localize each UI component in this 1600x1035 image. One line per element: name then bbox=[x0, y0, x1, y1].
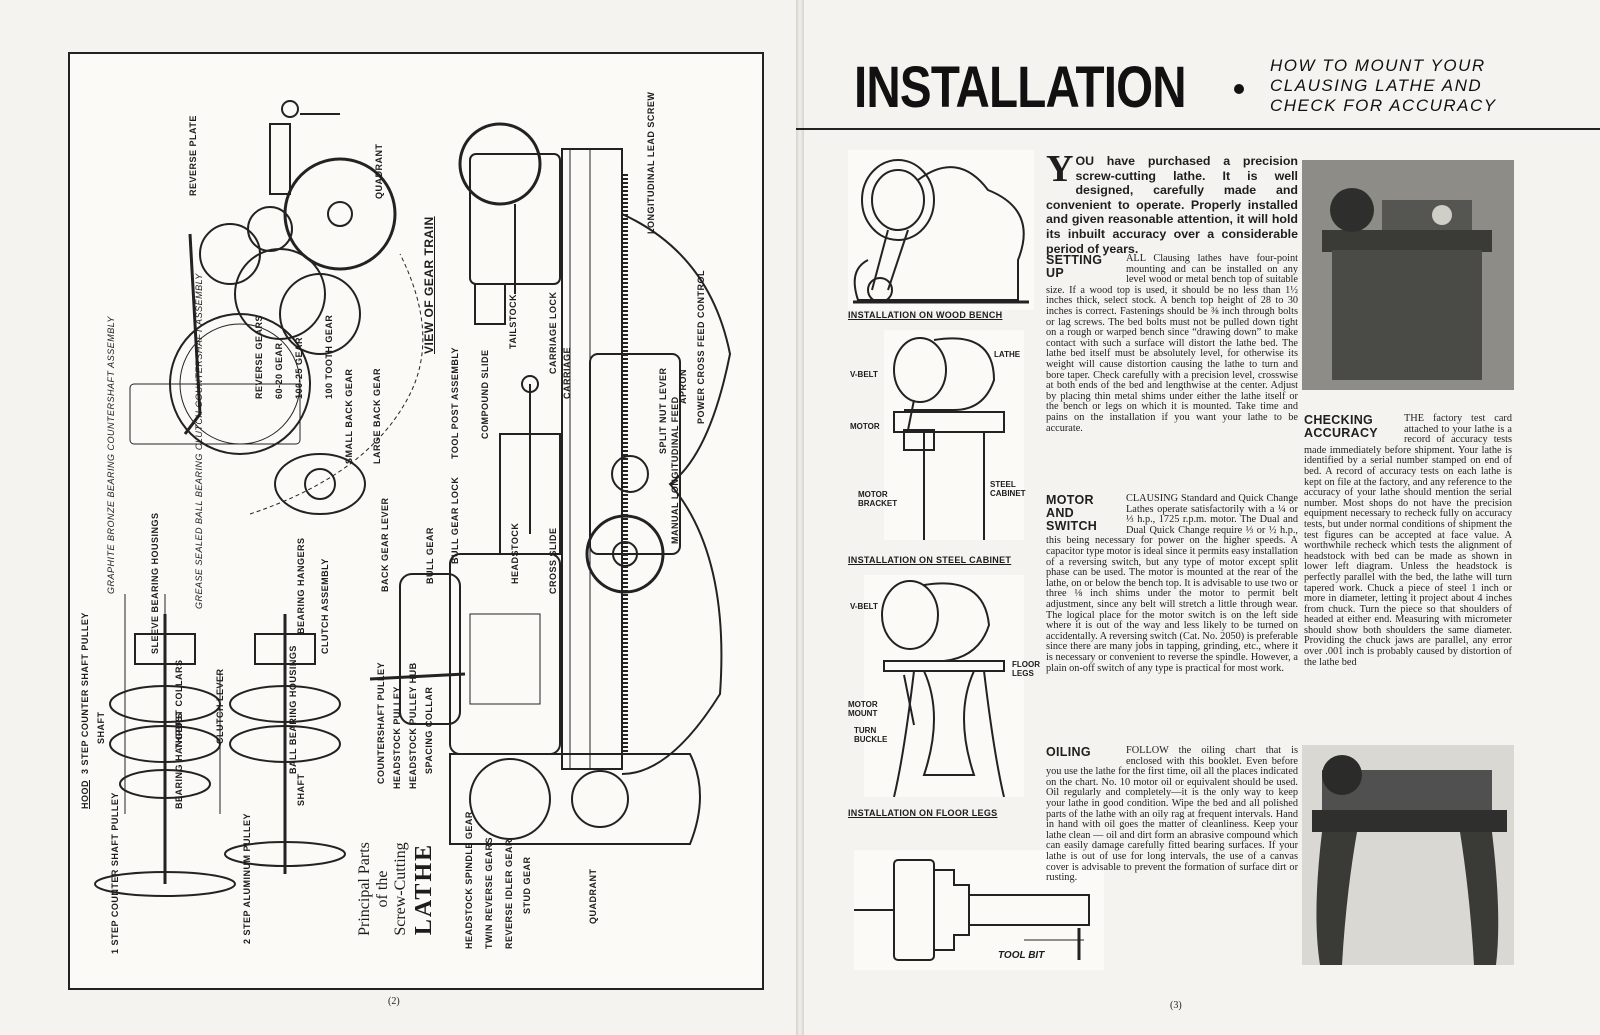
motor-switch-text: CLAUSING Standard and Quick Change Lathe… bbox=[1046, 493, 1298, 674]
caption-line-3: Screw-Cutting bbox=[392, 842, 409, 936]
fig3-floor-legs-label: FLOOR LEGS bbox=[1012, 660, 1040, 678]
figure-wood-bench bbox=[848, 150, 1034, 310]
label-headstock-pulley-hub: HEADSTOCK PULLEY HUB bbox=[408, 662, 418, 789]
label-reverse-plate: REVERSE PLATE bbox=[188, 115, 198, 196]
label-tool-post-assembly: TOOL POST ASSEMBLY bbox=[450, 346, 460, 459]
diagram-caption: Principal Parts of the Screw-Cutting LAT… bbox=[356, 809, 438, 969]
fig2-motor-bracket-label: MOTOR BRACKET bbox=[858, 490, 898, 508]
caption-line-4: LATHE bbox=[411, 842, 437, 936]
caption-line-1: Principal Parts bbox=[356, 842, 373, 936]
checking-accuracy-heading: CHECKING ACCURACY bbox=[1304, 413, 1378, 440]
label-clutch-lever: CLUTCH LEVER bbox=[215, 668, 225, 745]
label-shaft: SHAFT bbox=[96, 711, 106, 745]
label-bearing-hangers: BEARING HANGERS bbox=[174, 712, 184, 809]
figure-accuracy-check bbox=[854, 850, 1104, 970]
label-small-back-gear: SMALL BACK GEAR bbox=[344, 368, 354, 464]
fig2-lathe-label: LATHE bbox=[994, 350, 1021, 359]
motor-switch-heading: MOTOR AND SWITCH bbox=[1046, 493, 1098, 533]
label-2-step-aluminum-pulley: 2 STEP ALUMINUM PULLEY bbox=[242, 812, 252, 944]
label-shaft-2: SHAFT bbox=[296, 773, 306, 807]
label-view-of-gear-train: VIEW OF GEAR TRAIN bbox=[422, 216, 436, 354]
title-rule bbox=[796, 128, 1600, 130]
label-graphite-bronze-bearing: GRAPHITE BRONZE BEARING COUNTERSHAFT ASS… bbox=[106, 316, 116, 594]
label-3-step-counter-shaft-pulley: 3 STEP COUNTER SHAFT PULLEY bbox=[80, 612, 90, 774]
book-gutter bbox=[796, 0, 804, 1035]
page-title: INSTALLATION bbox=[854, 55, 1187, 120]
label-ball-bearing-housings: BALL BEARING HOUSINGS bbox=[288, 645, 298, 774]
page-subtitle: HOW TO MOUNT YOUR CLAUSING LATHE AND CHE… bbox=[1270, 56, 1497, 116]
fig3-turn-buckle-label: TURN BUCKLE bbox=[854, 726, 888, 744]
fig2-vbelt-label: V-BELT bbox=[850, 370, 878, 379]
label-reverse-idler-gear: REVERSE IDLER GEAR bbox=[504, 838, 514, 949]
label-stud-gear: STUD GEAR bbox=[522, 856, 532, 914]
intro-text: OU have purchased a precision screw-cutt… bbox=[1046, 154, 1298, 256]
label-manual-longitudinal-feed: MANUAL LONGITUDINAL FEED bbox=[670, 396, 680, 544]
label-back-gear-lever: BACK GEAR LEVER bbox=[380, 497, 390, 592]
label-compound-slide: COMPOUND SLIDE bbox=[480, 349, 490, 439]
fig2-steel-cabinet-label: STEEL CABINET bbox=[990, 480, 1026, 498]
lathe-floor-legs-photo bbox=[1302, 745, 1514, 965]
caption-line-2: of the bbox=[374, 870, 391, 908]
label-twin-reverse-gears: TWIN REVERSE GEARS bbox=[484, 836, 494, 949]
label-100-tooth-gear: 100 TOOTH GEAR bbox=[324, 314, 334, 399]
figure-steel-cabinet bbox=[884, 330, 1024, 540]
label-longitudinal-lead-screw: LONGITUDINAL LEAD SCREW bbox=[646, 91, 656, 234]
fig3-motor-mount-label: MOTOR MOUNT bbox=[848, 700, 878, 718]
label-headstock-spindle-gear: HEADSTOCK SPINDLE GEAR bbox=[464, 811, 474, 949]
label-carriage-lock: CARRIAGE LOCK bbox=[548, 291, 558, 375]
label-bull-gear-lock: BULL GEAR LOCK bbox=[450, 476, 460, 564]
lathe-drawing bbox=[94, 100, 732, 897]
label-clutch-assembly: CLUTCH ASSEMBLY bbox=[320, 558, 330, 654]
label-60-20-gear: 60-20 GEAR bbox=[274, 342, 284, 399]
label-countershaft-pulley: COUNTERSHAFT PULLEY bbox=[376, 662, 386, 784]
label-grease-sealed-ball-bearing: GREASE SEALED BALL BEARING CLUTCH COUNTE… bbox=[194, 273, 204, 609]
fig2-motor-label: MOTOR bbox=[850, 422, 880, 431]
label-sleeve-bearing-housings: SLEEVE BEARING HOUSINGS bbox=[150, 512, 160, 654]
fig2-caption: INSTALLATION ON STEEL CABINET bbox=[848, 555, 1012, 565]
label-bull-gear: BULL GEAR bbox=[425, 527, 435, 584]
setting-up-text: ALL Clausing lathes have four-point moun… bbox=[1046, 253, 1298, 434]
label-tailstock: TAILSTOCK bbox=[508, 293, 518, 349]
page-number-right: (3) bbox=[1170, 1000, 1182, 1011]
label-quadrant: QUADRANT bbox=[374, 143, 384, 200]
fig4-tool-bit-label: TOOL BIT bbox=[998, 950, 1045, 961]
label-hood: HOOD bbox=[80, 780, 90, 809]
label-split-nut-lever: SPLIT NUT LEVER bbox=[658, 367, 668, 454]
label-headstock: HEADSTOCK bbox=[510, 522, 520, 584]
page-number-left: (2) bbox=[388, 996, 400, 1007]
subtitle-line-2: CLAUSING LATHE AND bbox=[1270, 76, 1483, 95]
checking-accuracy-text: THE factory test card attached to your l… bbox=[1304, 413, 1512, 668]
lathe-cabinet-photo bbox=[1302, 160, 1514, 390]
lathe-parts-diagram: REVERSE PLATE QUADRANT VIEW OF GEAR TRAI… bbox=[68, 52, 764, 990]
label-headstock-pulley: HEADSTOCK PULLEY bbox=[392, 686, 402, 789]
right-page: INSTALLATION HOW TO MOUNT YOUR CLAUSING … bbox=[796, 0, 1600, 1035]
intro-dropcap: Y bbox=[1046, 148, 1074, 190]
left-page: REVERSE PLATE QUADRANT VIEW OF GEAR TRAI… bbox=[0, 0, 796, 1035]
label-power-cross-feed-control: POWER CROSS FEED CONTROL bbox=[696, 269, 706, 424]
label-100-25-gear: 100-25 GEAR bbox=[294, 336, 304, 399]
label-reverse-gears: REVERSE GEARS bbox=[254, 314, 264, 399]
label-large-back-gear: LARGE BACK GEAR bbox=[372, 367, 382, 464]
subtitle-line-1: HOW TO MOUNT YOUR bbox=[1270, 56, 1486, 75]
oiling-text: FOLLOW the oiling chart that is enclosed… bbox=[1046, 745, 1298, 884]
title-bullet bbox=[1234, 84, 1244, 94]
label-cross-slide: CROSS SLIDE bbox=[548, 527, 558, 594]
label-1-step-counter-shaft-pulley: 1 STEP COUNTER SHAFT PULLEY bbox=[110, 792, 120, 954]
oiling-heading: OILING bbox=[1046, 745, 1091, 759]
setting-up-heading: SETTING UP bbox=[1046, 253, 1103, 280]
label-spacing-collar: SPACING COLLAR bbox=[424, 686, 434, 774]
label-bearing-hangers-2: BEARING HANGERS bbox=[296, 537, 306, 634]
fig3-caption: INSTALLATION ON FLOOR LEGS bbox=[848, 808, 998, 818]
figure-floor-legs bbox=[864, 575, 1024, 797]
fig1-caption: INSTALLATION ON WOOD BENCH bbox=[848, 310, 1003, 320]
label-quadrant-2: QUADRANT bbox=[588, 868, 598, 925]
label-carriage: CARRIAGE bbox=[562, 346, 572, 399]
subtitle-line-3: CHECK FOR ACCURACY bbox=[1270, 96, 1497, 115]
fig3-vbelt-label: V-BELT bbox=[850, 602, 878, 611]
